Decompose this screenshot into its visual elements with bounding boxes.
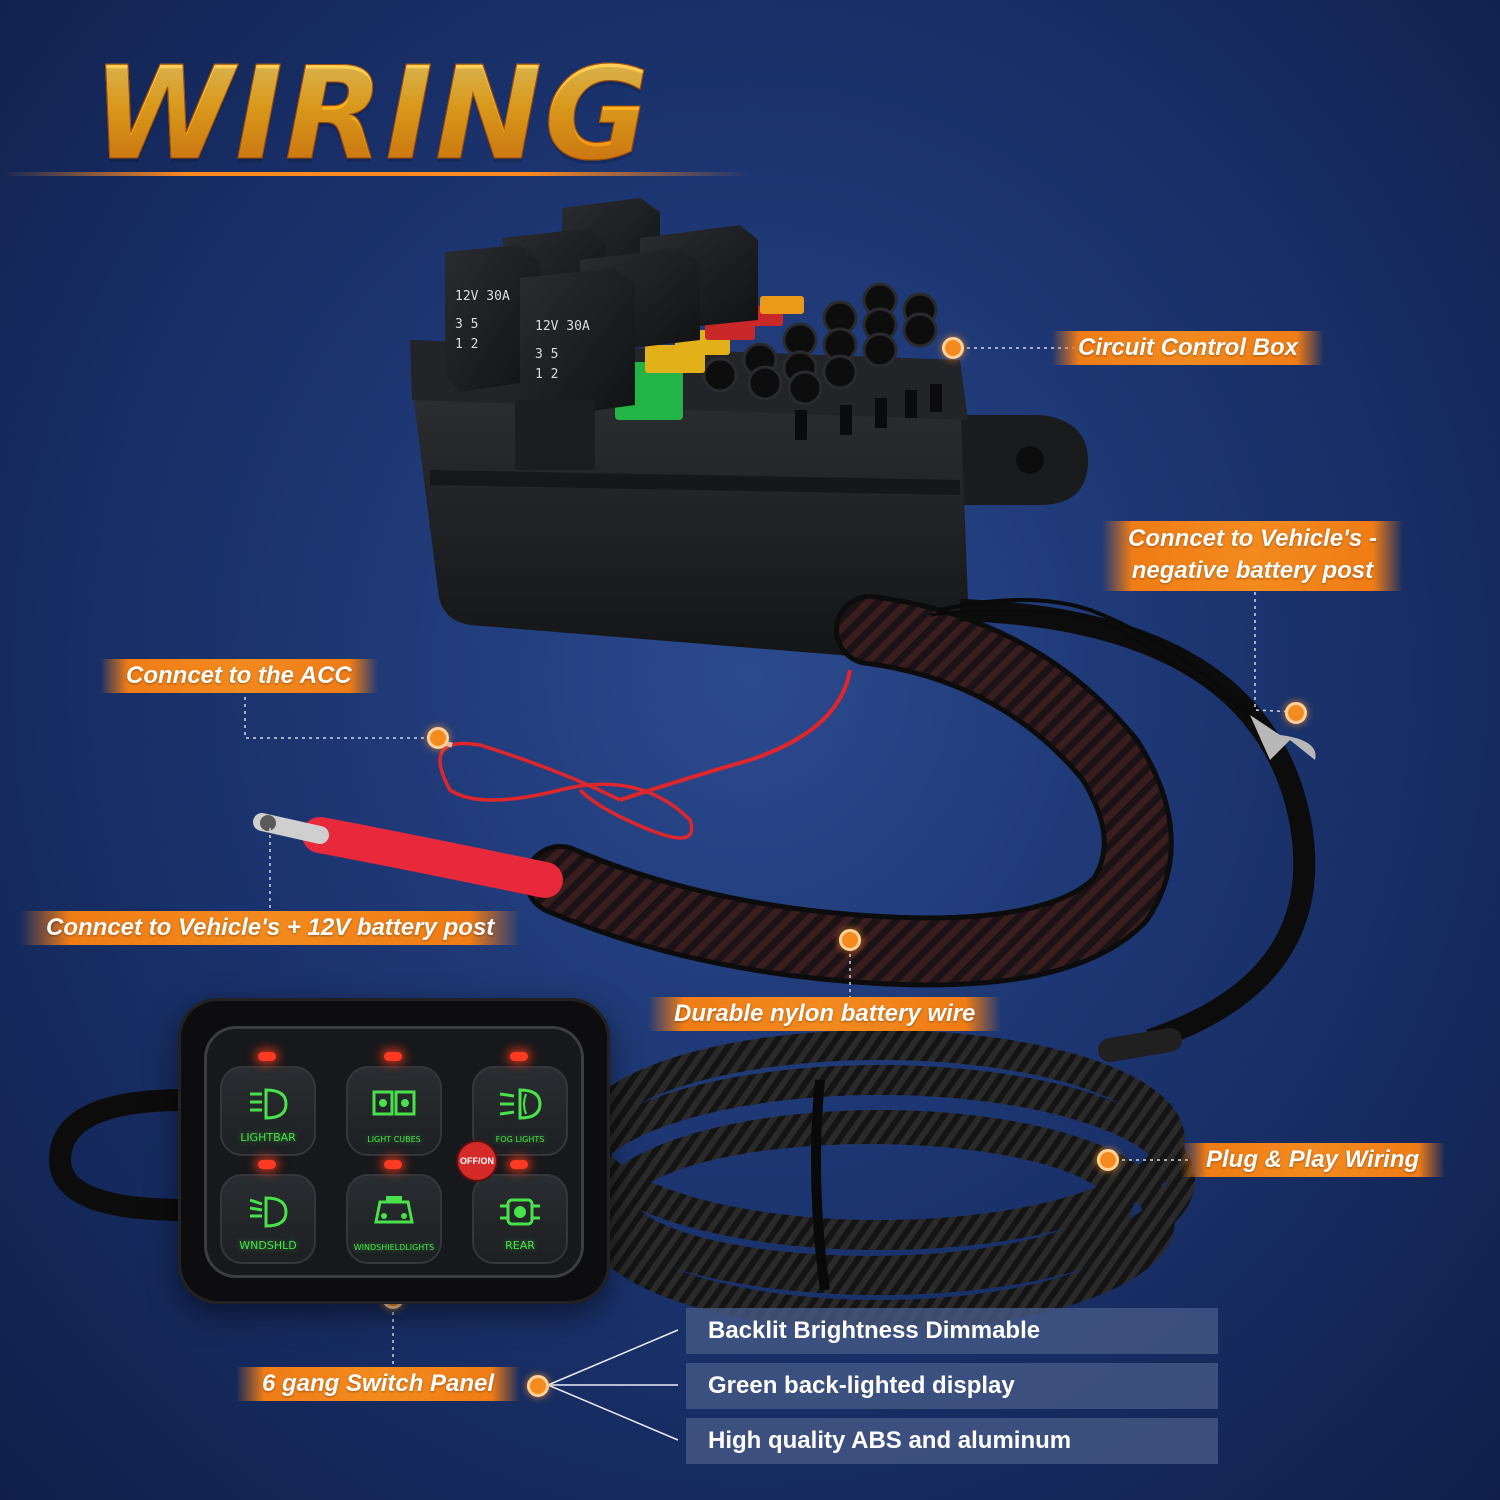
feature-abs-aluminum: High quality ABS and aluminum (686, 1418, 1218, 1464)
rear-light-icon (500, 1198, 540, 1226)
relay-pins-top-1: 3 5 (455, 317, 478, 332)
switch-label: FOG LIGHTS (495, 1135, 545, 1144)
switch-label: LIGHT CUBES (367, 1135, 421, 1144)
title-underline (0, 172, 750, 176)
windshield-light-icon (249, 1196, 288, 1228)
led-indicator (258, 1052, 276, 1061)
marker-acc (427, 727, 449, 749)
callout-plug-play-wiring: Plug & Play Wiring (1180, 1143, 1446, 1177)
plug-play-harness (565, 1028, 1195, 1330)
callout-negative-battery-post: Conncet to Vehicle's - negative battery … (1102, 521, 1403, 591)
led-indicator (384, 1160, 402, 1169)
feature-connector-lines (547, 1329, 679, 1441)
relay-pins-bottom-1: 1 2 (455, 337, 478, 352)
switch-label: WNDSHLD (239, 1239, 297, 1252)
feature-backlit-dimmable: Backlit Brightness Dimmable (686, 1308, 1218, 1354)
switch-wndshld[interactable]: WNDSHLD (220, 1160, 316, 1264)
callout-switch-panel: 6 gang Switch Panel (236, 1367, 521, 1401)
marker-negative-post (1285, 702, 1307, 724)
marker-nylon-wire (839, 929, 861, 951)
acc-wire (438, 669, 852, 840)
relay-pins-top-2: 3 5 (535, 347, 558, 362)
led-indicator (258, 1160, 276, 1169)
switch-label: LIGHTBAR (240, 1131, 296, 1144)
switch-light-cubes[interactable]: LIGHT CUBES (346, 1052, 442, 1156)
relay-print: 12V 30A 3 5 1 2 12V 30A 3 5 1 2 (455, 289, 590, 382)
switch-label: REAR (505, 1239, 535, 1252)
switch-rear[interactable]: REAR (472, 1160, 568, 1264)
marker-circuit-box (942, 337, 964, 359)
marker-plug-play (1097, 1149, 1119, 1171)
led-indicator (510, 1052, 528, 1061)
callout-acc: Conncet to the ACC (100, 659, 378, 693)
light-cubes-icon (372, 1090, 416, 1116)
switch-panel-face: LIGHTBAR LIGHT CUBES FOG LIGHTS (204, 1026, 584, 1278)
relay-rating-2: 12V 30A (535, 319, 590, 334)
relay-rating-1: 12V 30A (455, 289, 510, 304)
power-button[interactable]: OFF/ON (458, 1142, 496, 1180)
callout-circuit-control-box: Circuit Control Box (1052, 331, 1324, 365)
relay-pins-bottom-2: 1 2 (535, 367, 558, 382)
callout-positive-battery-post: Conncet to Vehicle's + 12V battery post (20, 911, 521, 945)
windshield-lights-icon (374, 1196, 414, 1224)
feature-green-display: Green back-lighted display (686, 1363, 1218, 1409)
negative-ground-wire (929, 598, 1316, 760)
switch-windshield-lights[interactable]: WINDSHIELDLIGHTS (346, 1160, 442, 1264)
led-indicator (510, 1160, 528, 1169)
switch-panel: LIGHTBAR LIGHT CUBES FOG LIGHTS (178, 998, 610, 1304)
lightbar-icon (250, 1088, 288, 1120)
callout-negative-line1: Conncet to Vehicle's - (1128, 525, 1377, 552)
marker-features (527, 1375, 549, 1397)
circuit-control-box (410, 198, 1089, 660)
fog-lights-icon (499, 1088, 542, 1120)
switch-label: WINDSHIELDLIGHTS (353, 1243, 435, 1252)
callout-nylon-battery-wire: Durable nylon battery wire (648, 997, 1002, 1031)
led-indicator (384, 1052, 402, 1061)
page-title: WIRING (91, 40, 652, 190)
callout-negative-line2: negative battery post (1131, 557, 1374, 584)
nylon-battery-wire (253, 594, 1174, 988)
switch-lightbar[interactable]: LIGHTBAR (220, 1052, 316, 1156)
switch-fog-lights[interactable]: FOG LIGHTS (472, 1052, 568, 1156)
